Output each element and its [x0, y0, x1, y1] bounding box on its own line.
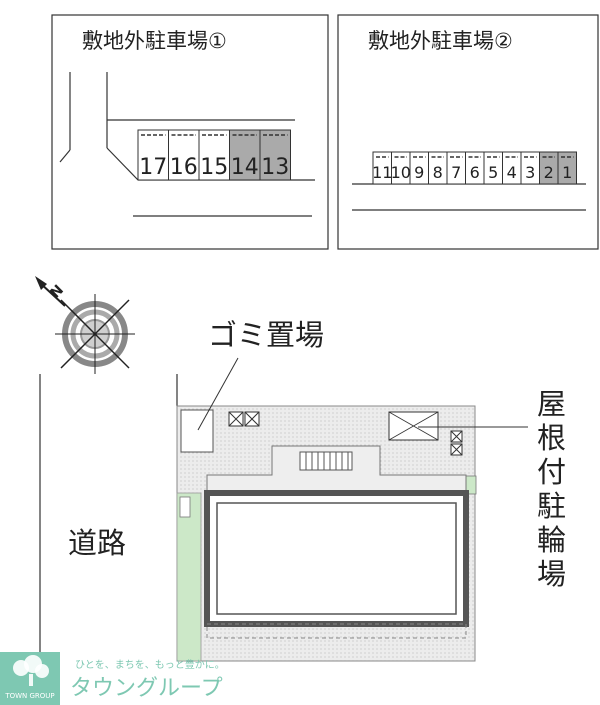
parking-space-number: 13: [261, 155, 289, 180]
brand-logo: TOWN GROUP: [0, 652, 60, 705]
bicycle-label-char: 場: [537, 557, 566, 591]
parking-space-number: 4: [507, 163, 517, 182]
lot-edge-line: [106, 147, 139, 181]
parking-space-number: 15: [200, 155, 228, 180]
parking-space-number: 1: [562, 163, 572, 182]
building-inner: [216, 502, 457, 615]
parking-space-number: 11: [372, 163, 392, 182]
parking-space: [229, 129, 261, 181]
garbage-leader-line: [197, 357, 239, 431]
parking-space: [168, 129, 200, 181]
parking-space-number: 9: [414, 163, 424, 182]
parking-space: [259, 129, 291, 181]
bicycle-label-char: 輪: [537, 523, 566, 557]
parking-space-number: 7: [451, 163, 461, 182]
parking-space-number: 14: [231, 155, 259, 180]
garbage-label: ゴミ置場: [208, 318, 324, 352]
off-site-parking-2-title: 敷地外駐車場②: [368, 29, 513, 53]
utility-box: [450, 430, 463, 456]
parking-space-number: 6: [470, 163, 480, 182]
off-site-parking-1-title: 敷地外駐車場①: [82, 29, 227, 53]
bicycle-parking-label: 屋 根 付 駐 輪 場: [537, 387, 566, 591]
parking-space: [137, 129, 169, 181]
bicycle-label-char: 駐: [537, 489, 566, 523]
garbage-area: [180, 409, 214, 453]
north-label: N: [47, 282, 67, 302]
bicycle-label-char: 付: [537, 455, 566, 489]
parking-space-number: 8: [433, 163, 443, 182]
parking-space-number: 10: [391, 163, 411, 182]
bicycle-label-char: 屋: [537, 387, 566, 421]
bicycle-parking: [388, 411, 439, 441]
stairs: [299, 451, 353, 471]
parking-space-number: 3: [525, 163, 535, 182]
parking-space-number: 2: [544, 163, 554, 182]
building-eave: [206, 623, 467, 639]
green-strip: [176, 492, 202, 662]
utility-box: [228, 411, 260, 427]
brand-tagline: ひとを、まちを、もっと豊かに。: [75, 658, 225, 671]
bicycle-label-char: 根: [537, 421, 566, 455]
road-label: 道路: [68, 526, 126, 560]
site: [176, 405, 477, 662]
compass: N: [35, 276, 135, 374]
road-edge-line: [59, 149, 71, 163]
parking-space-number: 5: [488, 163, 498, 182]
logo-text: TOWN GROUP: [4, 692, 54, 700]
parking-space: [557, 151, 577, 185]
parking-space-number: 16: [170, 155, 198, 180]
parking-space-number: 17: [139, 155, 167, 180]
gate-post: [179, 496, 191, 518]
brand-name: タウングループ: [70, 676, 223, 701]
